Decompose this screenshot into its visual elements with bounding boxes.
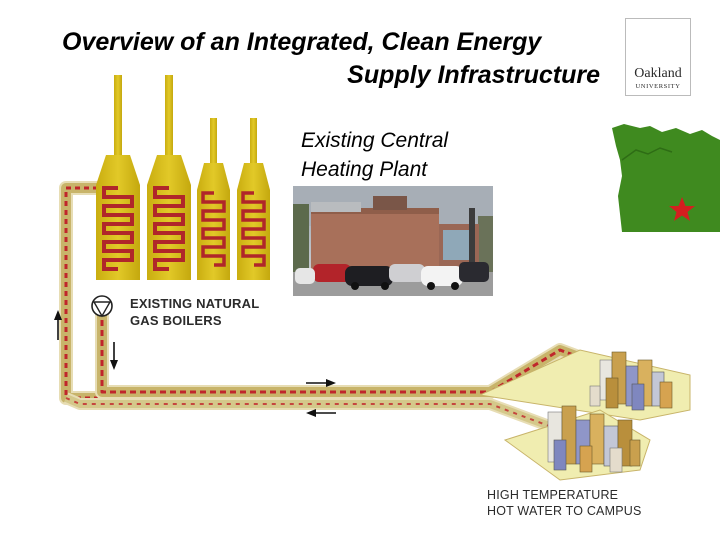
pump-icon [91, 295, 113, 318]
oakland-university-logo: Oakland UNIVERSITY [625, 18, 691, 96]
boilers-label: EXISTING NATURAL GAS BOILERS [130, 295, 259, 329]
boilers-label-line-2: GAS BOILERS [130, 313, 222, 328]
plant-caption-line-2: Heating Plant [301, 158, 428, 181]
title-line-1: Overview of an Integrated, Clean Energy [62, 28, 542, 56]
campus-label-line-2: HOT WATER TO CAMPUS [487, 504, 642, 518]
page-title: Overview of an Integrated, Clean Energy … [40, 26, 600, 92]
michigan-map [612, 124, 720, 232]
logo-sub: UNIVERSITY [635, 83, 681, 90]
campus-label-line-1: HIGH TEMPERATURE [487, 488, 619, 502]
plant-caption: Existing Central Heating Plant [301, 126, 448, 184]
title-line-2: Supply Infrastructure [347, 61, 600, 89]
logo-name: Oakland [634, 66, 682, 81]
boiler-2 [147, 75, 191, 280]
boiler-4 [237, 118, 270, 280]
star-icon [669, 197, 695, 221]
flow-arrow-left-icon [306, 409, 336, 417]
plant-caption-line-1: Existing Central [301, 129, 449, 152]
campus-buildings-upper [589, 351, 673, 411]
flow-arrow-right-icon [306, 379, 336, 387]
boiler-1 [96, 75, 140, 280]
flow-arrow-down-icon [110, 342, 118, 370]
boilers-label-line-1: EXISTING NATURAL [130, 296, 260, 311]
heating-plant-photo [293, 186, 493, 296]
boiler-3 [197, 118, 230, 280]
flow-arrow-up-icon [54, 310, 62, 340]
campus-label: HIGH TEMPERATURE HOT WATER TO CAMPUS [487, 487, 642, 519]
campus-buildings-lower [547, 405, 641, 473]
